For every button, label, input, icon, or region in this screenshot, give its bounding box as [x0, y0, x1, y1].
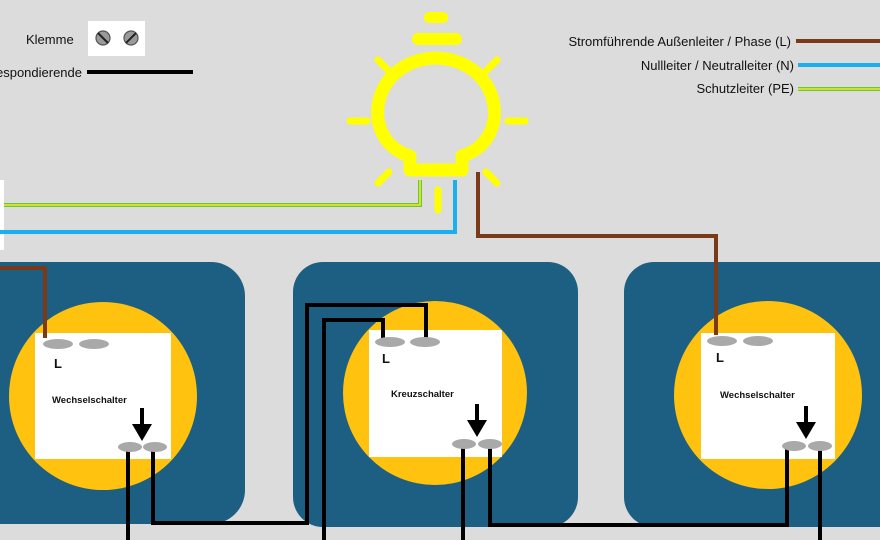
traveler-wire-2 — [151, 303, 428, 525]
terminal-middle-2 — [410, 337, 440, 347]
plate-left — [35, 333, 171, 459]
switch-box-right — [624, 262, 880, 527]
bulb-glass — [371, 51, 501, 177]
terminal-right-2 — [743, 336, 773, 346]
legend-korrespondierende-label: Korrespondierende — [0, 65, 82, 80]
legend-neutral-label: Nullleiter / Neutralleiter (N) — [641, 58, 794, 73]
plate-middle — [369, 330, 502, 457]
switch-label-middle: Kreuzschalter — [391, 389, 454, 400]
phase-wire-supply — [0, 266, 47, 338]
traveler-wire-5 — [488, 447, 789, 527]
legend-pe-label: Schutzleiter (PE) — [696, 81, 794, 96]
legend-phase-label: Stromführende Außenleiter / Phase (L) — [568, 34, 791, 49]
traveler-wires — [126, 303, 822, 540]
terminal-middle-out-1 — [452, 439, 476, 449]
plate-right — [701, 333, 835, 459]
terminal-middle-out-2 — [478, 439, 502, 449]
pe-wire — [0, 180, 422, 250]
arrow-down-icon — [132, 408, 152, 441]
arrow-down-icon — [467, 404, 487, 437]
pe-wire-left-stub — [0, 180, 4, 250]
terminal-right-out-1 — [782, 441, 806, 451]
light-bulb-icon — [346, 12, 529, 214]
terminal-right-l — [707, 336, 737, 346]
neutral-wire — [0, 180, 457, 234]
switch-label-left: Wechselschalter — [52, 395, 127, 406]
legend-klemme-label: Klemme — [26, 32, 74, 47]
bulb-rays — [346, 56, 529, 214]
terminals — [43, 336, 832, 452]
phase-wire-lamp — [476, 172, 718, 335]
terminal-right-out-2 — [808, 441, 832, 451]
terminal-left-l — [43, 339, 73, 349]
terminal-label-middle: L — [382, 351, 390, 366]
terminal-left-out-1 — [118, 442, 142, 452]
bulb-base-bottom — [412, 33, 462, 45]
terminal-label-left: L — [54, 356, 62, 371]
terminal-label-right: L — [716, 350, 724, 365]
traveler-wire-3 — [322, 318, 385, 540]
switch-box-left — [0, 262, 245, 524]
terminal-left-out-2 — [143, 442, 167, 452]
switch-label-right: Wechselschalter — [720, 390, 795, 401]
terminal-left-2 — [79, 339, 109, 349]
legend-klemme-swatch — [88, 21, 145, 56]
bulb-base-top — [424, 12, 448, 23]
terminal-middle-l — [375, 337, 405, 347]
switch-arrows — [132, 404, 816, 441]
switch-box-middle — [293, 262, 578, 527]
arrow-down-icon — [796, 406, 816, 439]
